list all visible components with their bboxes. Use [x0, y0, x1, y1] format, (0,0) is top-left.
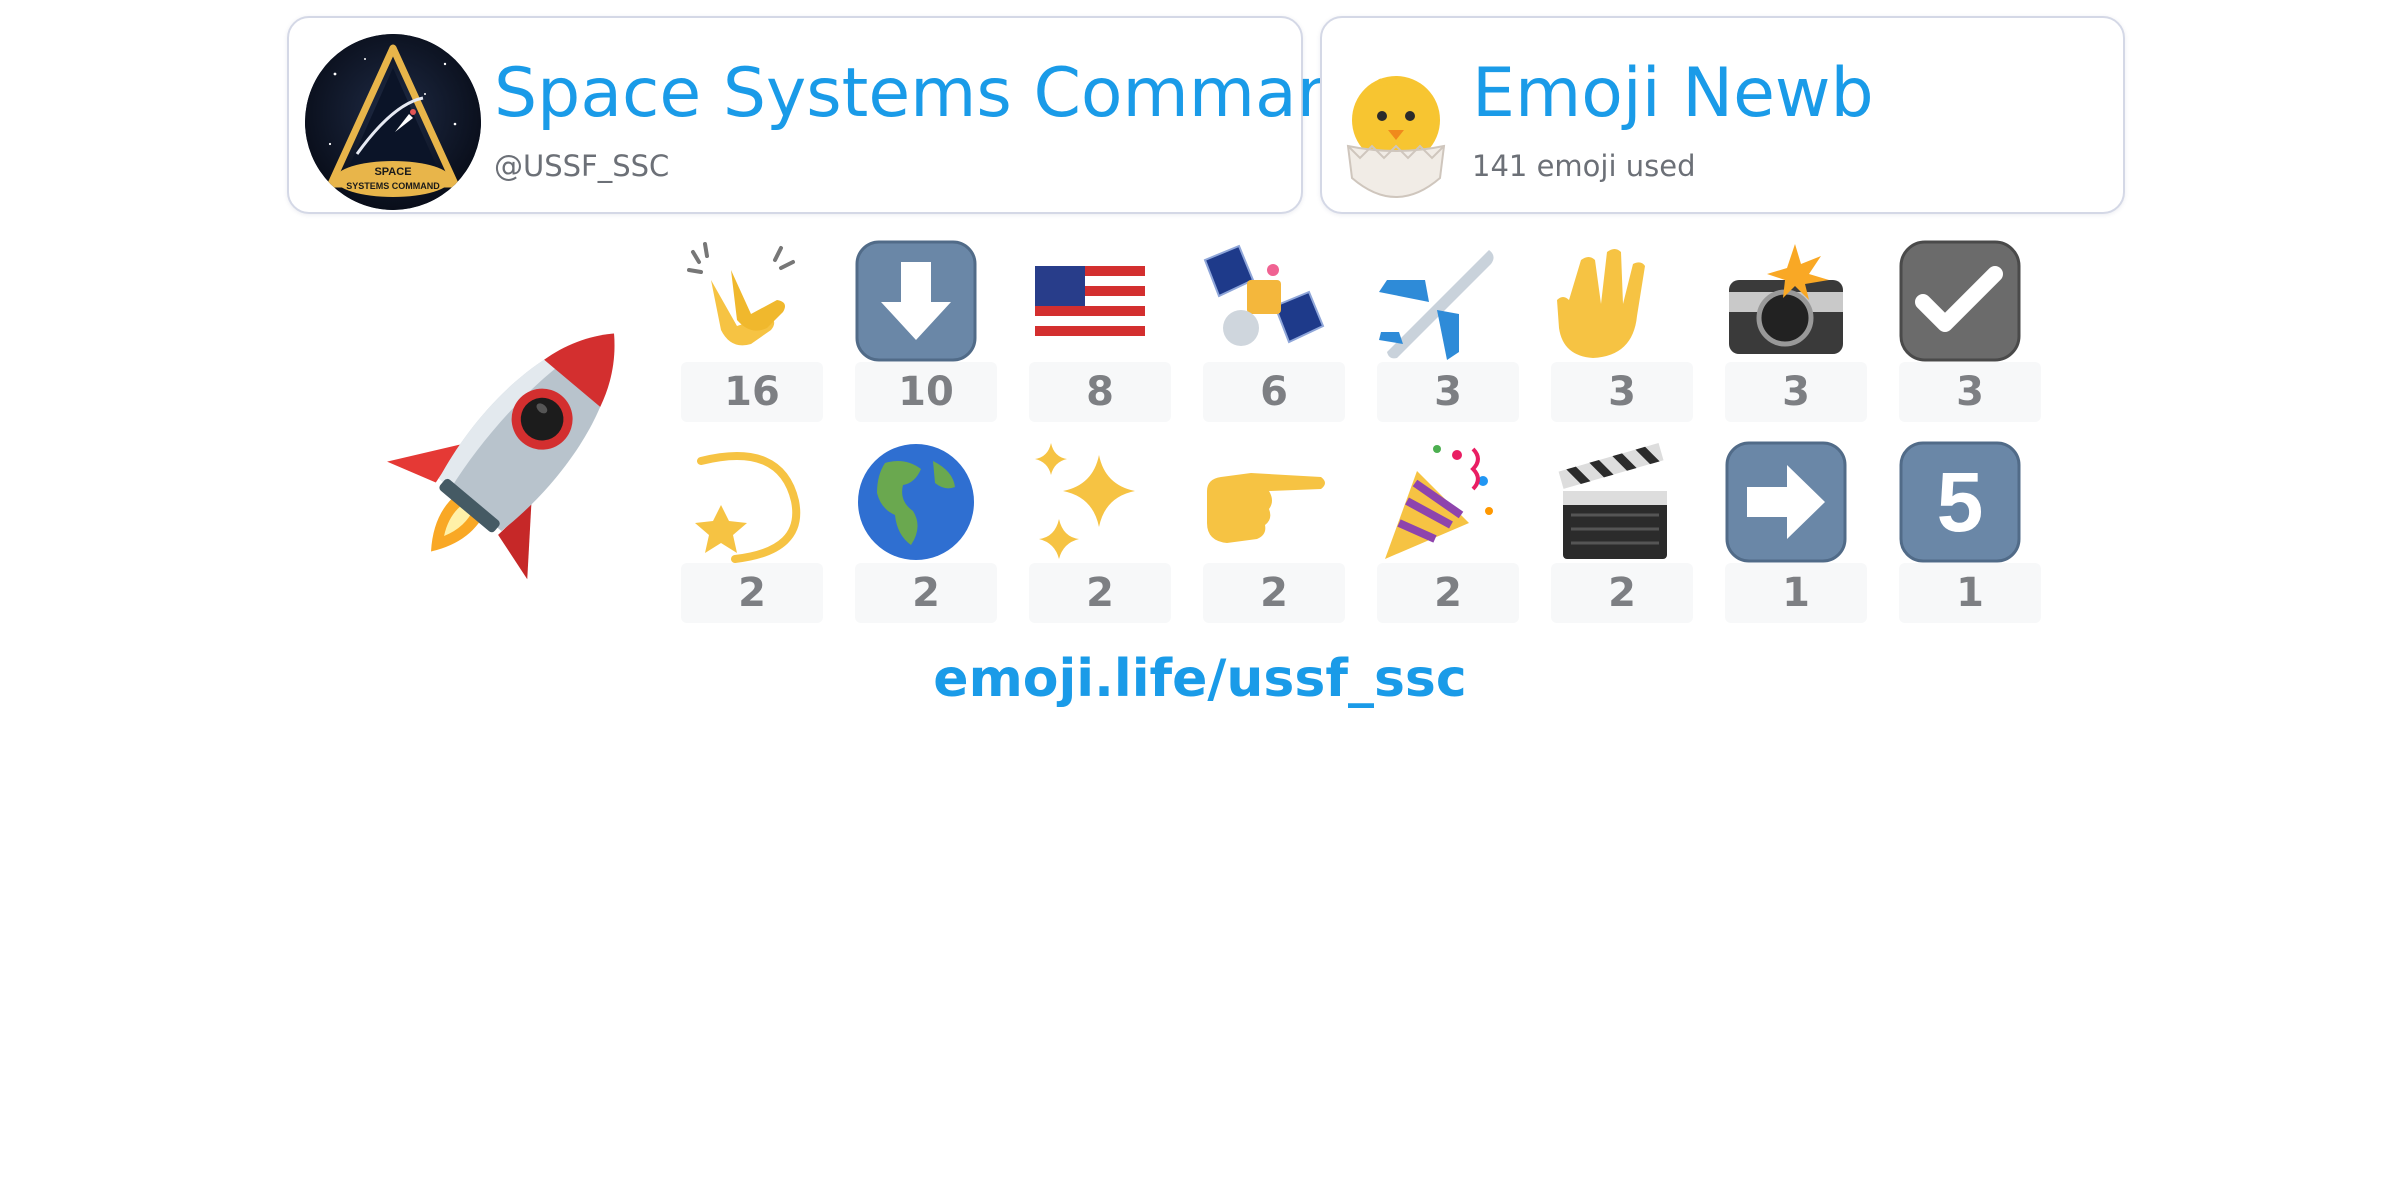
emoji-count: 1 [1725, 563, 1867, 623]
clapping-hands-icon [687, 242, 795, 346]
emoji-count: 10 [855, 362, 997, 422]
space-command-logo-icon: SPACE SYSTEMS COMMAND [305, 34, 481, 210]
profile-card: SPACE SYSTEMS COMMAND Space Systems Comm… [287, 16, 1383, 214]
emoji-cell[interactable]: 3 [1377, 240, 1519, 426]
emoji-cell[interactable]: 3 [1899, 240, 2041, 426]
keycap-digit: 5 [1937, 455, 1984, 549]
emoji-cell[interactable]: 6 [1203, 240, 1345, 426]
emoji-cell[interactable]: 16 [681, 240, 823, 426]
pointing-right-icon [1207, 473, 1325, 543]
emoji-count: 3 [1377, 362, 1519, 422]
profile-avatar[interactable]: SPACE SYSTEMS COMMAND [305, 34, 481, 210]
rank-card: Emoji Newb 141 emoji used [1320, 16, 2125, 214]
emoji-cell[interactable]: 2 [855, 441, 997, 627]
rank-title: Emoji Newb [1472, 54, 1874, 133]
emoji-count: 6 [1203, 362, 1345, 422]
globe-americas-icon [858, 444, 974, 560]
down-arrow-icon [855, 240, 977, 362]
emoji-cell[interactable]: 2 [1551, 441, 1693, 627]
emoji-count: 2 [681, 563, 823, 623]
rocket-icon [387, 333, 615, 580]
hatching-chick-icon [1346, 76, 1446, 198]
party-popper-icon [1385, 445, 1493, 559]
profile-handle[interactable]: @USSF_SSC [494, 149, 670, 183]
vulcan-salute-icon [1557, 249, 1645, 358]
emoji-count: 16 [681, 362, 823, 422]
emoji-count: 2 [1551, 563, 1693, 623]
emoji-cell[interactable]: 3 [1551, 240, 1693, 426]
emoji-count: 3 [1725, 362, 1867, 422]
airplane-icon [1379, 250, 1494, 360]
emoji-cell[interactable]: 8 [1029, 240, 1171, 426]
emoji-cell[interactable]: 2 [1203, 441, 1345, 627]
emoji-cell[interactable]: 2 [681, 441, 823, 627]
keycap-5-icon: 5 [1899, 441, 2021, 563]
satellite-icon [1203, 244, 1325, 346]
emoji-count: 3 [1551, 362, 1693, 422]
emoji-cell[interactable]: 1 [1725, 441, 1867, 627]
emoji-cell[interactable]: 2 [1029, 441, 1171, 627]
check-mark-icon [1899, 240, 2021, 362]
emoji-count: 1 [1899, 563, 2041, 623]
rank-subtitle: 141 emoji used [1472, 149, 1696, 183]
avatar-text-bottom: SYSTEMS COMMAND [346, 181, 440, 191]
emoji-cell[interactable]: 10 [855, 240, 997, 426]
clapper-board-icon [1558, 442, 1667, 559]
emoji-count: 2 [1029, 563, 1171, 623]
camera-flash-icon [1729, 244, 1843, 354]
avatar-text-top: SPACE [374, 166, 411, 178]
dizzy-star-icon [695, 452, 801, 563]
emoji-cell[interactable]: 3 [1725, 240, 1867, 426]
emoji-count: 2 [1377, 563, 1519, 623]
emoji-cell[interactable]: 2 [1377, 441, 1519, 627]
emoji-cell[interactable]: 5 1 [1899, 441, 2041, 627]
emoji-count: 8 [1029, 362, 1171, 422]
emoji-count: 2 [855, 563, 997, 623]
emoji-count: 3 [1899, 362, 2041, 422]
profile-name[interactable]: Space Systems Command [494, 54, 1383, 133]
right-arrow-icon [1725, 441, 1847, 563]
profile-link[interactable]: emoji.life/ussf_ssc [933, 649, 1467, 709]
emoji-count: 2 [1203, 563, 1345, 623]
us-flag-icon [1035, 266, 1145, 336]
sparkles-icon [1035, 443, 1135, 559]
